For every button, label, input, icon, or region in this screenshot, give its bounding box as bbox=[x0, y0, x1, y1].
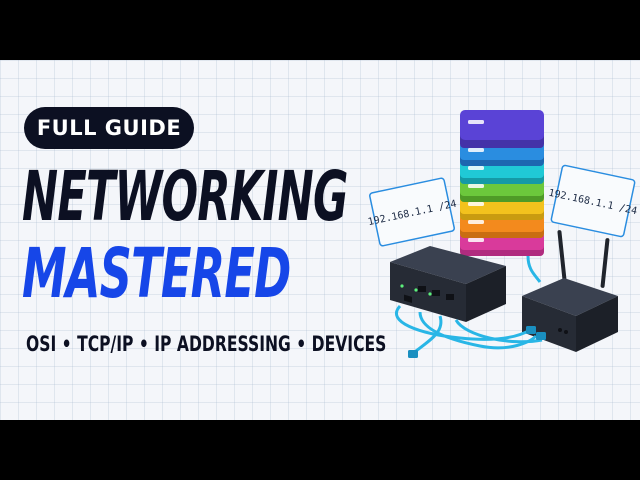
ethernet-cable-icon bbox=[526, 255, 542, 283]
full-guide-label: FULL GUIDE bbox=[36, 116, 182, 140]
server-stack-icon bbox=[460, 110, 544, 256]
network-illustration: 192.168.1.1 /24 192.168.1.1 /24 bbox=[367, 110, 638, 358]
ip-tag-right: 192.168.1.1 /24 bbox=[547, 164, 638, 238]
title-line-2: MASTERED bbox=[22, 235, 291, 315]
full-guide-badge: FULL GUIDE bbox=[24, 107, 194, 149]
ip-tag-left: 192.168.1.1 /24 bbox=[367, 177, 458, 247]
wifi-router-icon bbox=[522, 230, 618, 352]
title-line-1: NETWORKING bbox=[22, 158, 348, 238]
layer-1 bbox=[460, 110, 544, 148]
thumbnail: FULL GUIDE NETWORKING MASTERED OSI • TCP… bbox=[0, 60, 640, 420]
network-switch-icon bbox=[390, 246, 506, 322]
topics-subtitle: OSI • TCP/IP • IP ADDRESSING • DEVICES bbox=[26, 332, 387, 357]
